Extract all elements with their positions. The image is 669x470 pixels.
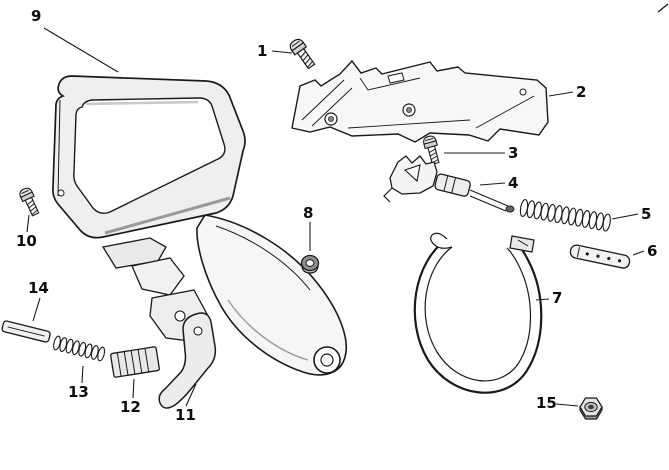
part-9-handle-body xyxy=(196,214,348,376)
part-7-band xyxy=(413,232,543,394)
part-12-block xyxy=(110,346,160,378)
part-8-grommet xyxy=(300,254,320,274)
callout-label-5: 5 xyxy=(641,205,652,223)
callout-label-6: 6 xyxy=(647,242,658,260)
page-corner-mark xyxy=(657,3,669,13)
callout-label-2: 2 xyxy=(576,83,587,101)
callout-label-12: 12 xyxy=(120,398,141,416)
callout-label-11: 11 xyxy=(175,406,196,424)
part-1-screw xyxy=(287,36,318,71)
part-2-cover-plate xyxy=(291,59,549,143)
part-11-lever xyxy=(158,312,217,409)
part-6-sleeve xyxy=(569,244,631,269)
part-13-spring xyxy=(53,335,106,362)
part-3-screw xyxy=(421,134,443,166)
leader-lines xyxy=(26,27,645,407)
callout-label-4: 4 xyxy=(508,174,519,192)
part-10-screw xyxy=(17,185,42,218)
part-5-spring xyxy=(519,199,611,232)
part-15-nut xyxy=(579,397,603,420)
callout-label-14: 14 xyxy=(28,279,49,297)
callout-label-7: 7 xyxy=(552,289,563,307)
part-9-handle-loop xyxy=(52,75,246,239)
callout-label-13: 13 xyxy=(68,383,89,401)
callout-label-1: 1 xyxy=(257,42,268,60)
part-4-clamp-assembly xyxy=(383,155,515,213)
callout-label-15: 15 xyxy=(536,394,557,412)
callout-label-10: 10 xyxy=(16,232,37,250)
part-14-tube xyxy=(1,320,51,343)
callout-label-8: 8 xyxy=(303,204,314,222)
callout-label-3: 3 xyxy=(508,144,519,162)
callout-label-9: 9 xyxy=(31,7,42,25)
